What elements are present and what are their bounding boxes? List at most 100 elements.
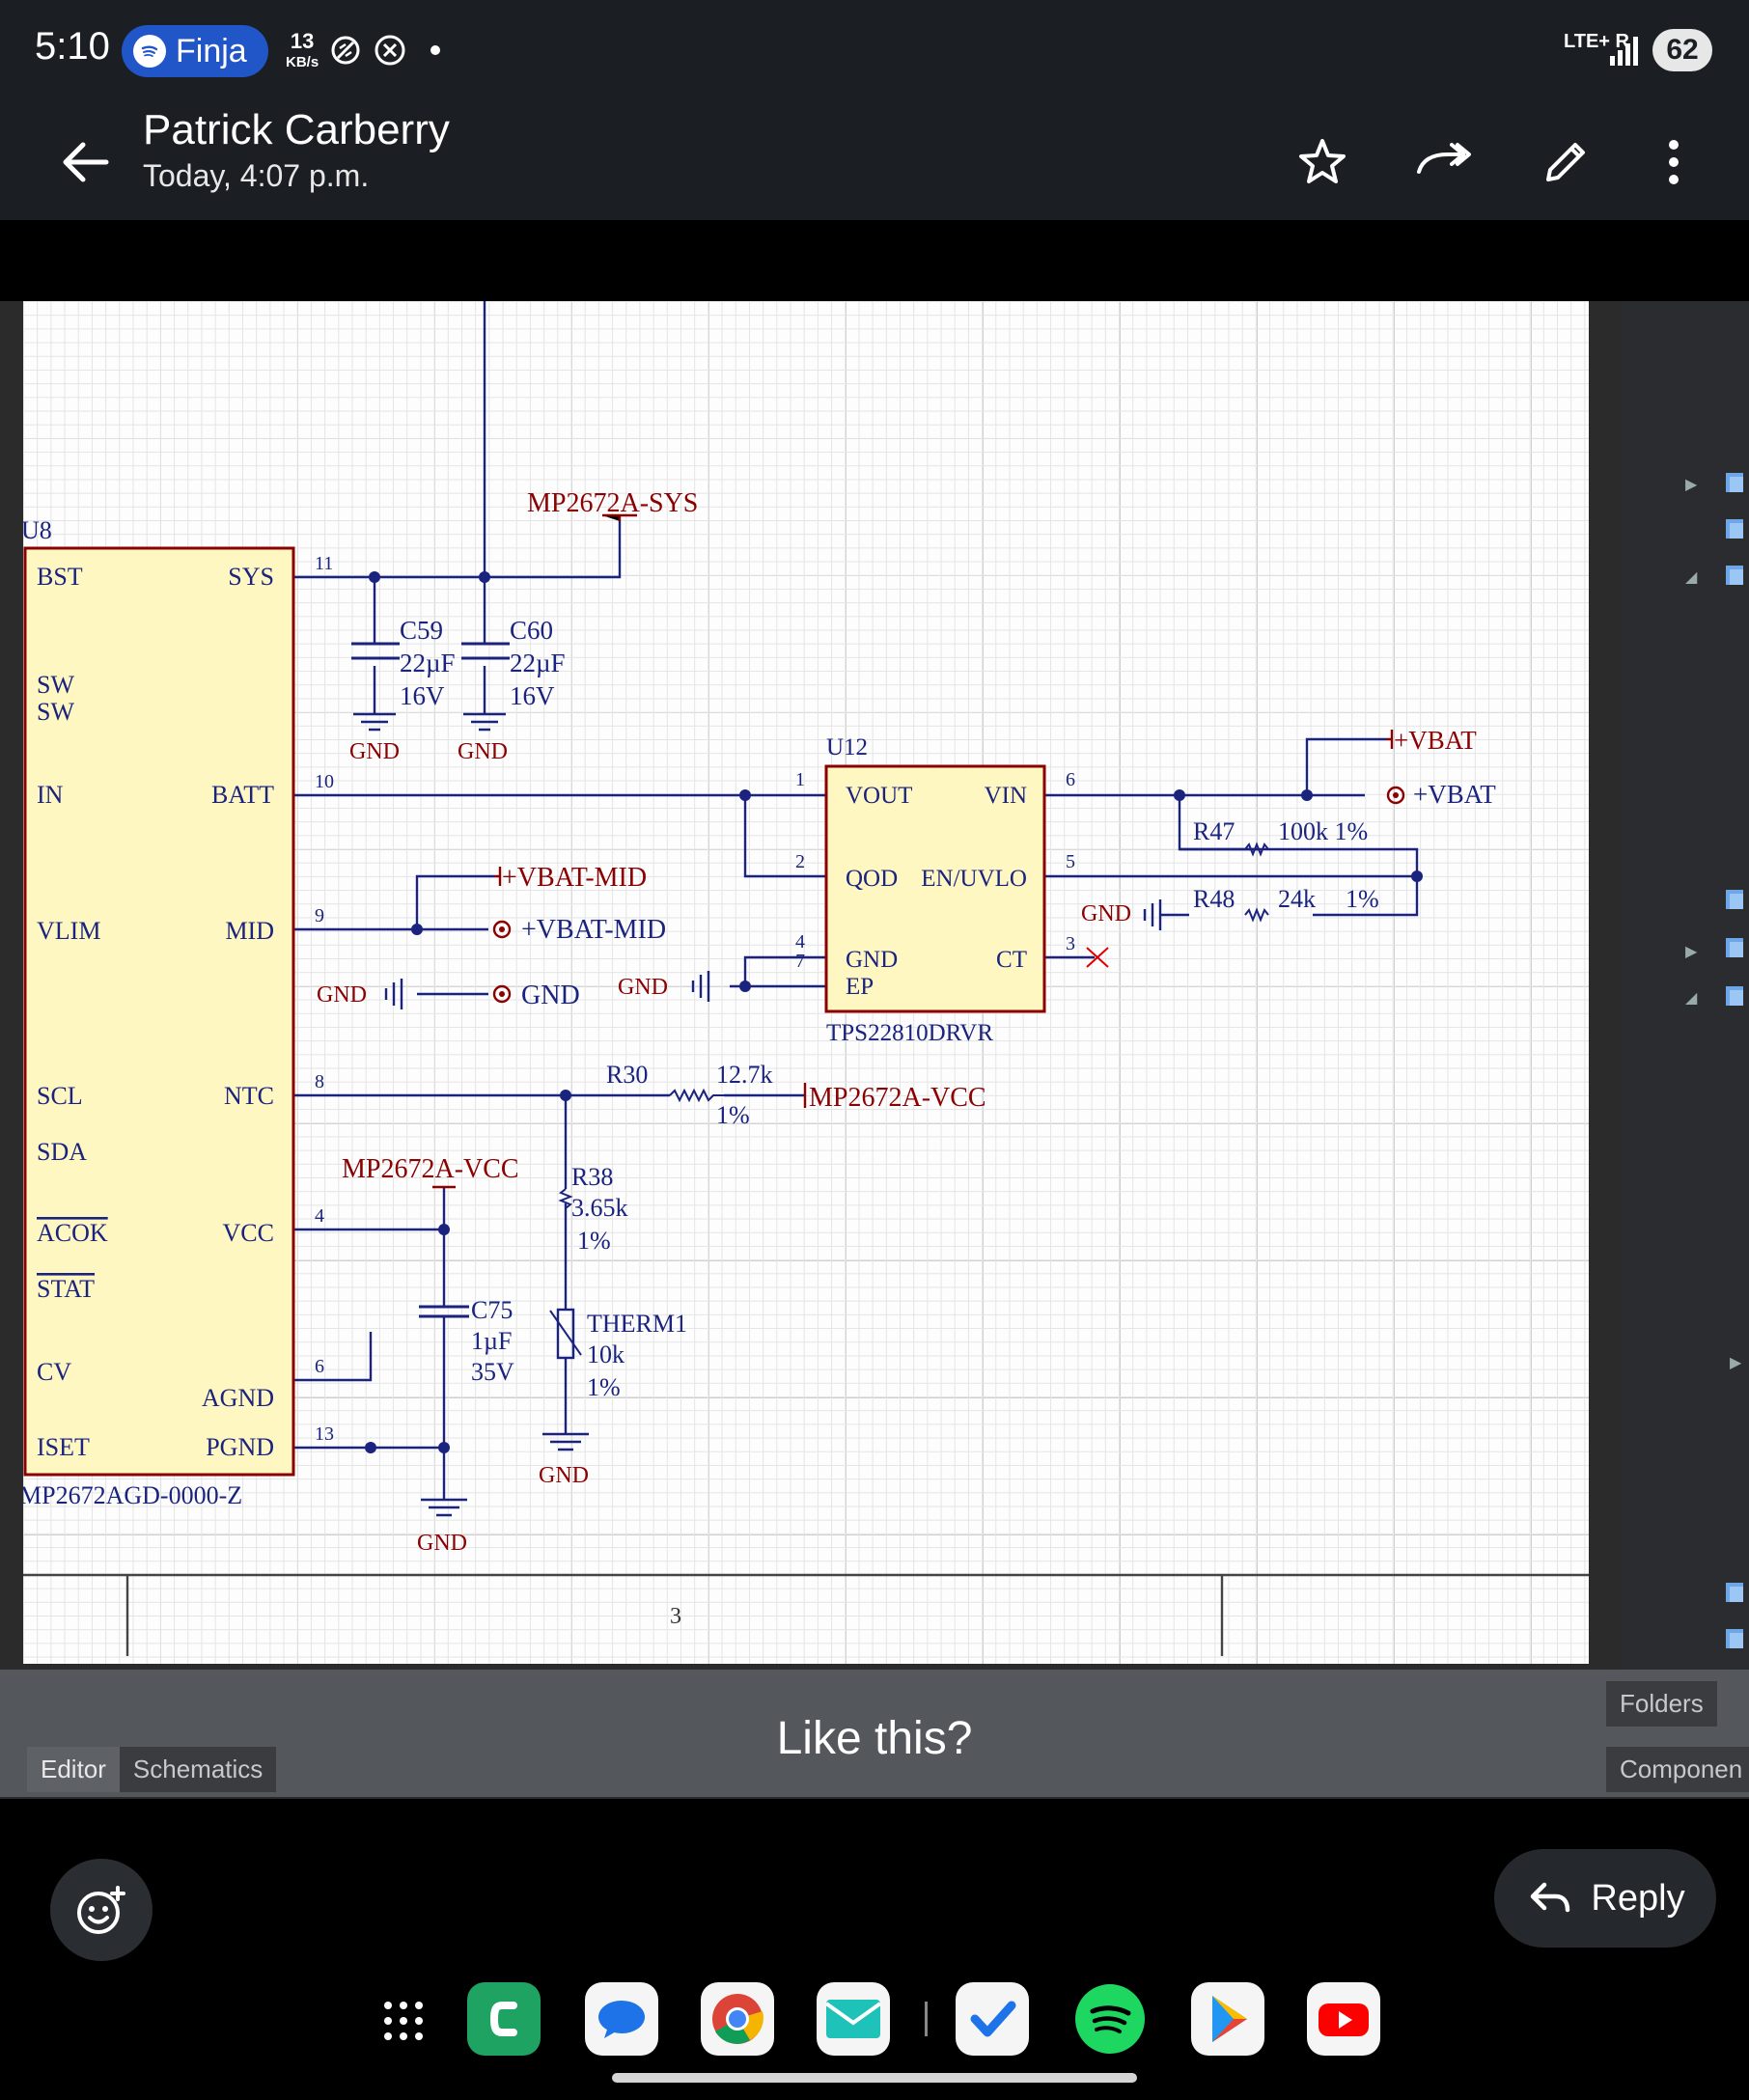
spotify-app-icon[interactable] [1073, 1982, 1147, 2056]
u8-pinnum-9: 9 [315, 905, 324, 926]
more-icon [1669, 140, 1679, 184]
email-app-icon[interactable] [817, 1982, 890, 2056]
youtube-app-icon[interactable] [1307, 1982, 1380, 2056]
u8-pinnum-10: 10 [315, 771, 334, 792]
components-tab: Componen [1606, 1747, 1749, 1792]
schematic-drawing: U8 BST SW SW IN VLIM SCL SDA ACOK STAT C… [23, 301, 1589, 1656]
net-label-sys: MP2672A-SYS [527, 488, 698, 518]
r48-value: 24k [1278, 885, 1316, 913]
folder-icon [1726, 1583, 1743, 1602]
folder-icon [1726, 890, 1743, 909]
u8-pin-acok: ACOK [37, 1219, 108, 1247]
schematic-sheet: U8 BST SW SW IN VLIM SCL SDA ACOK STAT C… [23, 301, 1589, 1664]
forward-button[interactable] [1405, 124, 1483, 201]
collapse-arrow-icon: ◢ [1685, 990, 1698, 1007]
attached-image[interactable]: U8 BST SW SW IN VLIM SCL SDA ACOK STAT C… [0, 301, 1749, 1799]
tab-editor: Editor [27, 1747, 120, 1792]
folder-icon [1726, 938, 1743, 957]
phone-app-icon[interactable] [467, 1982, 541, 2056]
back-arrow-icon[interactable] [54, 124, 131, 201]
gesture-handle[interactable] [612, 2073, 1137, 2083]
gnd-label-r48: GND [1081, 901, 1131, 926]
expand-arrow-icon: ▶ [1685, 477, 1698, 493]
network-type: LTE+ R [1564, 31, 1629, 52]
spotify-chip-label: Finja [176, 32, 247, 69]
c75-voltage: 35V [471, 1358, 514, 1386]
u8-pinnum-11: 11 [315, 553, 333, 574]
folder-icon [1726, 473, 1743, 492]
c60-ref: C60 [510, 616, 553, 645]
c59-ref: C59 [400, 616, 443, 645]
therm1-body [556, 1308, 575, 1360]
play-store-app-icon[interactable] [1191, 1982, 1264, 2056]
u12-pin-en: EN/UVLO [921, 866, 1027, 892]
u8-pinnum-8: 8 [315, 1071, 324, 1092]
u8-pin-cv: CV [37, 1358, 71, 1386]
u8-pin-pgnd: PGND [206, 1433, 274, 1461]
spotify-now-playing-chip[interactable]: Finja [122, 25, 268, 77]
r47-ref: R47 [1193, 817, 1235, 845]
gnd-label-therm1: GND [539, 1463, 589, 1488]
folder-icon [1726, 519, 1743, 539]
u8-pin-sw1: SW [37, 671, 74, 699]
sync-off-icon [331, 36, 360, 65]
u12-pinnum-1: 1 [795, 769, 805, 790]
reply-icon [1531, 1882, 1570, 1913]
gnd-label-c75: GND [417, 1531, 467, 1556]
gnd-port-label: GND [521, 981, 580, 1010]
folder-icon [1726, 1629, 1743, 1648]
u12-pin-ep: EP [846, 974, 874, 1000]
u8-pin-in: IN [37, 781, 64, 809]
tab-schematics: Schematics [119, 1747, 277, 1792]
c60-value: 22µF [510, 649, 566, 677]
editor-tabs: Editor Schematics [27, 1747, 277, 1792]
expand-arrow-icon: ▶ [1730, 1355, 1742, 1371]
status-time: 5:10 [35, 25, 110, 68]
edit-button[interactable] [1527, 124, 1604, 201]
more-options-button[interactable] [1635, 124, 1712, 201]
message-viewer-header: Patrick Carberry Today, 4:07 p.m. [0, 106, 1749, 220]
sheet-number: 3 [670, 1604, 681, 1629]
r38-value: 3.65k [571, 1194, 628, 1222]
spotify-icon [133, 35, 166, 68]
reply-button[interactable]: Reply [1494, 1849, 1716, 1948]
net-label-vbat-2: +VBAT [1413, 780, 1496, 809]
more-notifications-dot [430, 45, 440, 55]
u12-body [824, 764, 1046, 1013]
gnd-label-c59: GND [349, 739, 400, 764]
r38-tolerance: 1% [577, 1227, 611, 1255]
expand-arrow-icon: ▶ [1685, 944, 1698, 960]
u12-pin-ct: CT [996, 947, 1027, 973]
network-speed-unit: KB/s [286, 54, 319, 70]
tasks-app-icon[interactable] [956, 1982, 1029, 2056]
u8-pin-sys: SYS [228, 563, 274, 591]
c59-voltage: 16V [400, 681, 445, 710]
u8-pin-iset: ISET [37, 1433, 90, 1461]
star-button[interactable] [1284, 124, 1361, 201]
c59-value: 22µF [400, 649, 456, 677]
emoji-reaction-button[interactable] [50, 1859, 153, 1961]
network-speed-value: 13 [290, 29, 315, 53]
u8-pin-bst: BST [37, 563, 83, 591]
r30-ref: R30 [606, 1061, 648, 1089]
reply-label: Reply [1591, 1877, 1685, 1919]
status-bar: 5:10 Finja 13 KB/s LTE+ R 62 [0, 0, 1749, 106]
apps-grid-icon[interactable] [367, 1982, 440, 2056]
u8-pin-mid: MID [225, 917, 274, 945]
u12-pinnum-3: 3 [1066, 933, 1075, 954]
u8-pin-sda: SDA [37, 1138, 87, 1166]
u12-pin-vin: VIN [985, 783, 1027, 809]
u12-pin-qod: QOD [846, 866, 898, 892]
c60-voltage: 16V [510, 681, 555, 710]
messages-app-icon[interactable] [585, 1982, 658, 2056]
chrome-app-icon[interactable] [701, 1982, 774, 2056]
u8-pinnum-6: 6 [315, 1356, 324, 1377]
r47-value: 100k 1% [1278, 817, 1368, 845]
u8-pin-scl: SCL [37, 1082, 83, 1110]
u8-pinnum-4: 4 [315, 1205, 324, 1227]
c75-ref: C75 [471, 1296, 513, 1324]
folder-icon [1726, 566, 1743, 585]
collapse-arrow-icon: ◢ [1685, 569, 1698, 586]
u8-body [23, 546, 295, 1477]
u8-pin-batt: BATT [211, 781, 274, 809]
